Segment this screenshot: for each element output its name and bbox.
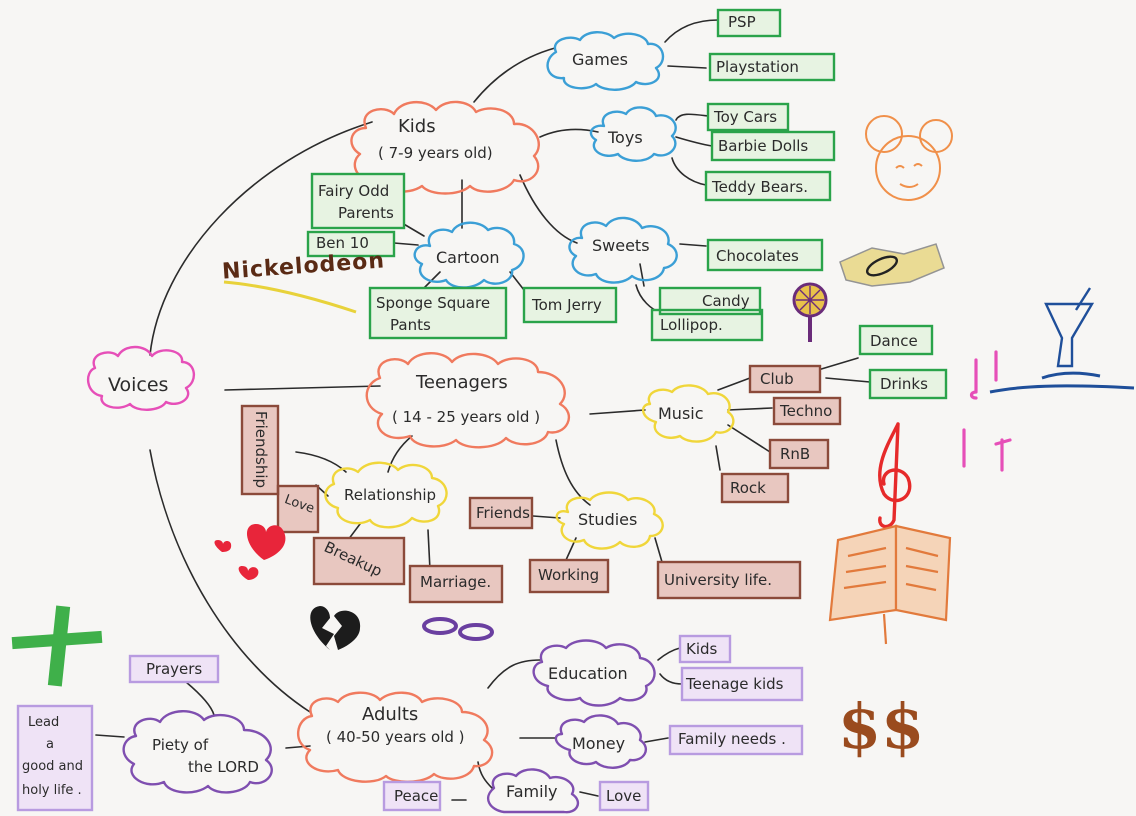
treble-clef-icon bbox=[878, 422, 912, 529]
dollar-signs-doodle: $$ bbox=[838, 690, 925, 763]
leaf-ben-10: Ben 10 bbox=[316, 234, 369, 252]
leaf-love-adults: Love bbox=[606, 787, 642, 805]
cross-icon bbox=[11, 605, 103, 687]
family-node: Family bbox=[506, 782, 558, 801]
education-node: Education bbox=[548, 664, 628, 683]
relationship-node: Relationship bbox=[344, 486, 437, 504]
leaf-club: Club bbox=[760, 370, 794, 388]
connector-lines bbox=[95, 19, 871, 801]
leaf-sponge-square-pants-line2: Pants bbox=[390, 316, 431, 334]
wedding-rings-icon bbox=[422, 617, 494, 641]
money-node: Money bbox=[572, 734, 626, 753]
toys-node: Toys bbox=[608, 128, 643, 147]
leaf-fairy-odd-parents-line1: Fairy Odd bbox=[318, 182, 390, 200]
green-leaf-boxes bbox=[306, 8, 948, 400]
music-note-icon bbox=[962, 350, 1012, 472]
adults-node-title: Adults bbox=[362, 704, 419, 725]
open-book-icon bbox=[828, 524, 952, 645]
leaf-rnb: RnB bbox=[780, 445, 811, 463]
music-node: Music bbox=[658, 404, 704, 423]
leaf-lead-line1: Lead bbox=[28, 715, 60, 730]
leaf-barbie-dolls: Barbie Dolls bbox=[718, 137, 809, 155]
leaf-techno: Techno bbox=[780, 402, 833, 420]
brown-leaf-boxes bbox=[240, 364, 842, 604]
piety-node-line2: the LORD bbox=[188, 758, 259, 776]
leaf-fairy-odd-parents-line2: Parents bbox=[338, 204, 394, 222]
leaf-teddy-bears: Teddy Bears. bbox=[712, 178, 808, 196]
cloud-node-shapes bbox=[86, 31, 735, 814]
leaf-psp: PSP bbox=[728, 13, 756, 31]
piety-node-line1: Piety of bbox=[152, 736, 209, 754]
broken-heart-icon bbox=[310, 606, 361, 650]
leaf-toy-cars: Toy Cars bbox=[714, 108, 778, 126]
leaf-lead-line4: holy life . bbox=[22, 783, 82, 798]
leaf-rock: Rock bbox=[730, 479, 766, 497]
leaf-friendship: Friendship bbox=[252, 410, 271, 489]
root-node-voices: Voices bbox=[108, 374, 169, 396]
lilac-leaf-boxes bbox=[16, 634, 804, 812]
leaf-family-needs: Family needs . bbox=[678, 730, 786, 748]
leaf-peace: Peace bbox=[394, 787, 439, 805]
mouse-face-icon bbox=[865, 115, 953, 201]
sweets-node: Sweets bbox=[592, 236, 650, 255]
leaf-dance: Dance bbox=[870, 332, 918, 350]
leaf-playstation: Playstation bbox=[716, 58, 799, 76]
games-node: Games bbox=[572, 50, 628, 69]
leaf-kids-education: Kids bbox=[686, 640, 718, 658]
teenagers-node-title: Teenagers bbox=[416, 372, 508, 393]
leaf-teenage-kids: Teenage kids bbox=[686, 675, 784, 693]
nickelodeon-underline bbox=[223, 280, 357, 314]
cocktail-glass-icon bbox=[989, 287, 1135, 394]
leaf-candy: Candy bbox=[702, 292, 750, 310]
leaf-university-life: University life. bbox=[664, 571, 773, 589]
cartoon-node: Cartoon bbox=[436, 248, 500, 267]
leaf-lead-line3: good and bbox=[22, 759, 84, 774]
heart-icon bbox=[214, 524, 286, 580]
leaf-marriage: Marriage. bbox=[420, 573, 492, 591]
kids-node-age: ( 7-9 years old) bbox=[378, 144, 493, 162]
leaf-prayers: Prayers bbox=[146, 660, 203, 678]
leaf-lead-line2: a bbox=[46, 737, 54, 752]
leaf-friends: Friends bbox=[476, 504, 530, 522]
adults-node-age: ( 40-50 years old ) bbox=[326, 728, 465, 746]
leaf-tom-jerry: Tom Jerry bbox=[532, 296, 602, 314]
leaf-lollipop: Lollipop. bbox=[660, 316, 723, 334]
tennis-racket-icon bbox=[792, 243, 945, 342]
studies-node: Studies bbox=[578, 510, 638, 529]
leaf-working: Working bbox=[538, 566, 600, 584]
kids-node-title: Kids bbox=[398, 116, 436, 137]
leaf-sponge-square-pants-line1: Sponge Square bbox=[376, 294, 491, 312]
teenagers-node-age: ( 14 - 25 years old ) bbox=[392, 408, 541, 426]
leaf-chocolates: Chocolates bbox=[716, 247, 799, 265]
leaf-drinks: Drinks bbox=[880, 375, 928, 393]
